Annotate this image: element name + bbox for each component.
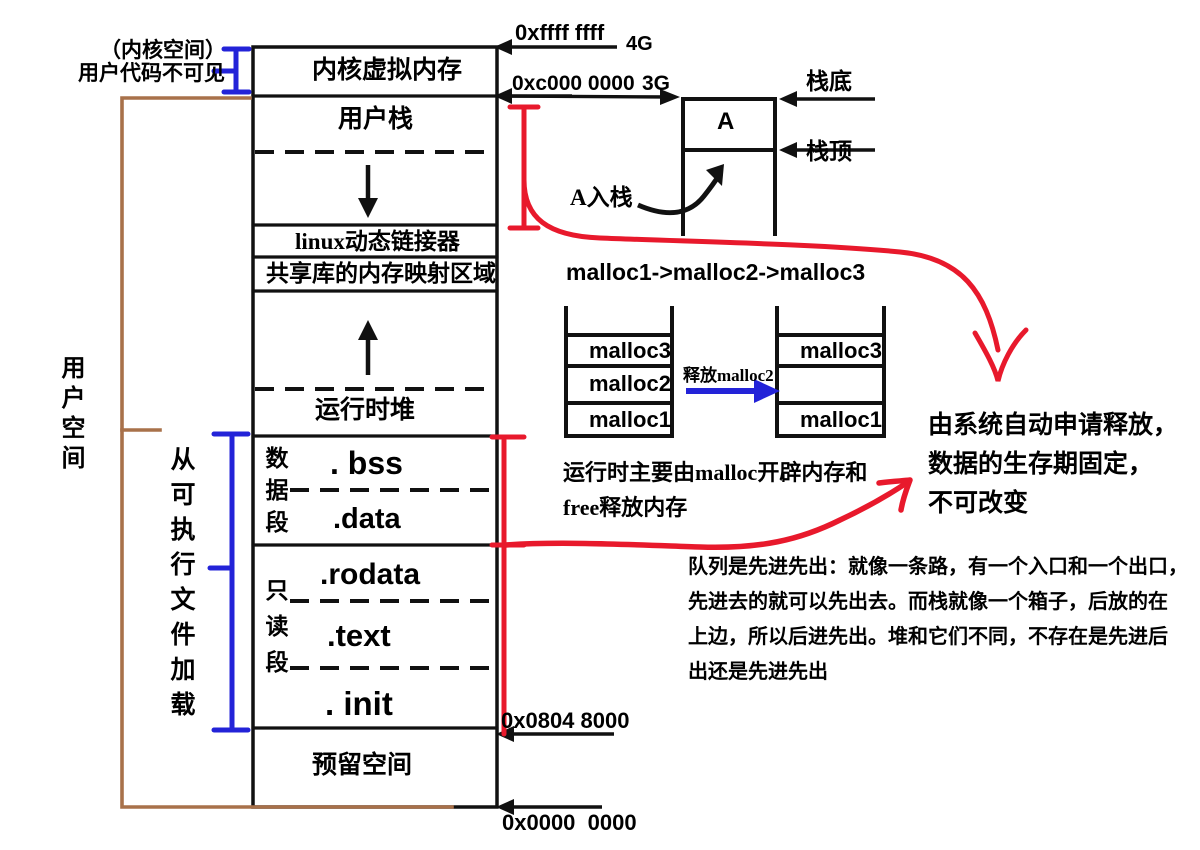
region-label-bss: . bss	[330, 445, 403, 481]
executable-load-bracket	[207, 431, 251, 733]
static-note-line1: 由系统自动申请释放，	[928, 412, 1179, 439]
heap-left-cell-malloc1: malloc1	[589, 407, 671, 432]
fifo-note-line4: 出还是先进先出	[688, 661, 828, 683]
red-static-bracket	[489, 434, 527, 737]
malloc-sequence-label: malloc1->malloc2->malloc3	[566, 259, 866, 285]
heap-caption-line2: free释放内存	[563, 495, 688, 520]
region-label-kernel-virtual-memory: 内核虚拟内存	[312, 57, 463, 84]
region-label-data: .data	[333, 503, 401, 535]
region-label-reserved: 预留空间	[312, 752, 413, 779]
group-label-data-segment: 数据段	[262, 446, 287, 542]
region-label-text: .text	[327, 618, 391, 653]
address-kernel-boundary-size: 3G	[642, 72, 671, 95]
region-label-init: . init	[325, 685, 393, 722]
stack-bottom-label: 栈底	[806, 69, 852, 94]
address-bottom: 0x0000 0000	[502, 810, 637, 835]
stack-growth-arrow	[358, 165, 378, 218]
fifo-note-line1: 队列是先进先出：就像一条路，有一个入口和一个出口，	[688, 556, 1188, 578]
stack-top-label: 栈顶	[806, 139, 852, 164]
kernel-space-note-line1: （内核空间）	[100, 38, 226, 62]
heap-right-cell-malloc3: malloc3	[800, 338, 882, 363]
red-stack-bracket	[507, 104, 541, 231]
kernel-space-note-line2: 用户代码不可见	[78, 61, 225, 85]
heap-left-cell-malloc3: malloc3	[589, 338, 671, 363]
static-note-line3: 不可改变	[928, 490, 1029, 517]
loaded-from-executable-label: 从可执行文件加载	[167, 446, 194, 726]
region-label-user-stack: 用户栈	[338, 106, 414, 133]
fifo-note-line3: 上边，所以后进先出。堆和它们不同，不存在是先进后	[688, 626, 1168, 648]
address-top-size: 4G	[626, 33, 653, 55]
group-label-readonly-segment: 只读段	[262, 578, 287, 686]
region-label-shared-lib-mmap: 共享库的内存映射区域	[266, 261, 496, 286]
heap-growth-arrow	[358, 320, 378, 375]
static-note-line2: 数据的生存期固定，	[928, 451, 1154, 478]
heap-caption-line1: 运行时主要由malloc开辟内存和	[563, 460, 868, 485]
fifo-note-line2: 先进去的就可以先出去。而栈就像一个箱子，后放的在	[688, 591, 1168, 613]
address-kernel-boundary: 0xc000 0000	[512, 72, 635, 95]
region-label-runtime-heap: 运行时堆	[315, 397, 416, 424]
address-top: 0xffff ffff	[515, 20, 605, 45]
heap-right-cell-malloc1: malloc1	[800, 407, 882, 432]
stack-frame-label-a: A	[717, 108, 735, 135]
free-malloc2-label: 释放malloc2	[683, 366, 774, 385]
heap-left-cell-malloc2: malloc2	[589, 371, 671, 396]
address-text-start: 0x0804 8000	[501, 708, 630, 733]
region-label-linux-dynamic-linker: linux动态链接器	[295, 229, 460, 254]
user-space-label: 用户空间	[57, 355, 83, 475]
region-label-rodata: .rodata	[320, 558, 421, 591]
push-a-label: A入栈	[570, 185, 633, 210]
push-a-arrow	[637, 164, 724, 216]
